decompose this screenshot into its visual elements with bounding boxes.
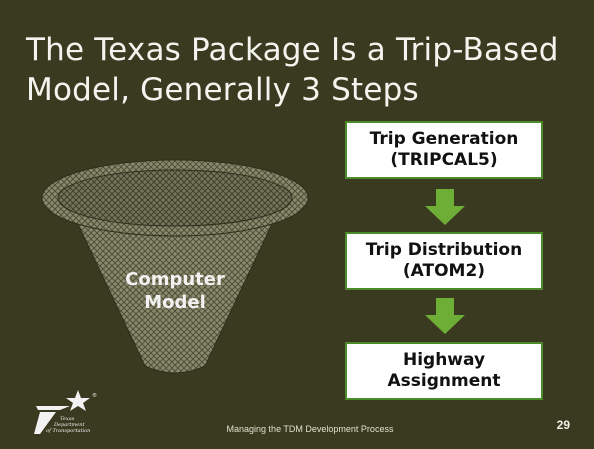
footer-text: Managing the TDM Development Process [226,424,394,434]
step-title: Trip Generation [369,129,519,149]
step-subtitle: (ATOM2) [402,261,486,281]
logo-line-2: Department [53,422,85,428]
step-box-trip-generation: Trip Generation (TRIPCAL5) [345,121,543,179]
funnel-opening [57,169,293,227]
step-box-highway-assignment: Highway Assignment [345,342,543,400]
down-arrow-icon [425,298,465,334]
step-subtitle: (TRIPCAL5) [390,150,498,170]
funnel-label: Computer Model [120,268,230,314]
funnel-label-line-1: Computer [125,269,225,290]
funnel-label-line-2: Model [144,292,206,313]
logo-registered-mark: ® [92,392,97,399]
step-title: Trip Distribution [365,240,523,260]
page-number: 29 [556,418,570,432]
slide-title-line-2: Model, Generally 3 Steps [26,72,419,108]
down-arrow-icon [425,189,465,225]
txdot-logo: ® Texas Department of Transportation [34,390,97,434]
step-title: Highway [402,350,486,370]
slide-title: The Texas Package Is a Trip-Based Model,… [26,30,566,110]
funnel-graphic [41,159,309,374]
slide-title-line-1: The Texas Package Is a Trip-Based [26,32,559,68]
logo-line-1: Texas [60,416,75,422]
logo-line-3: of Transportation [46,428,90,434]
step-subtitle: Assignment [387,371,501,391]
star-icon [66,390,90,411]
step-box-trip-distribution: Trip Distribution (ATOM2) [345,232,543,290]
